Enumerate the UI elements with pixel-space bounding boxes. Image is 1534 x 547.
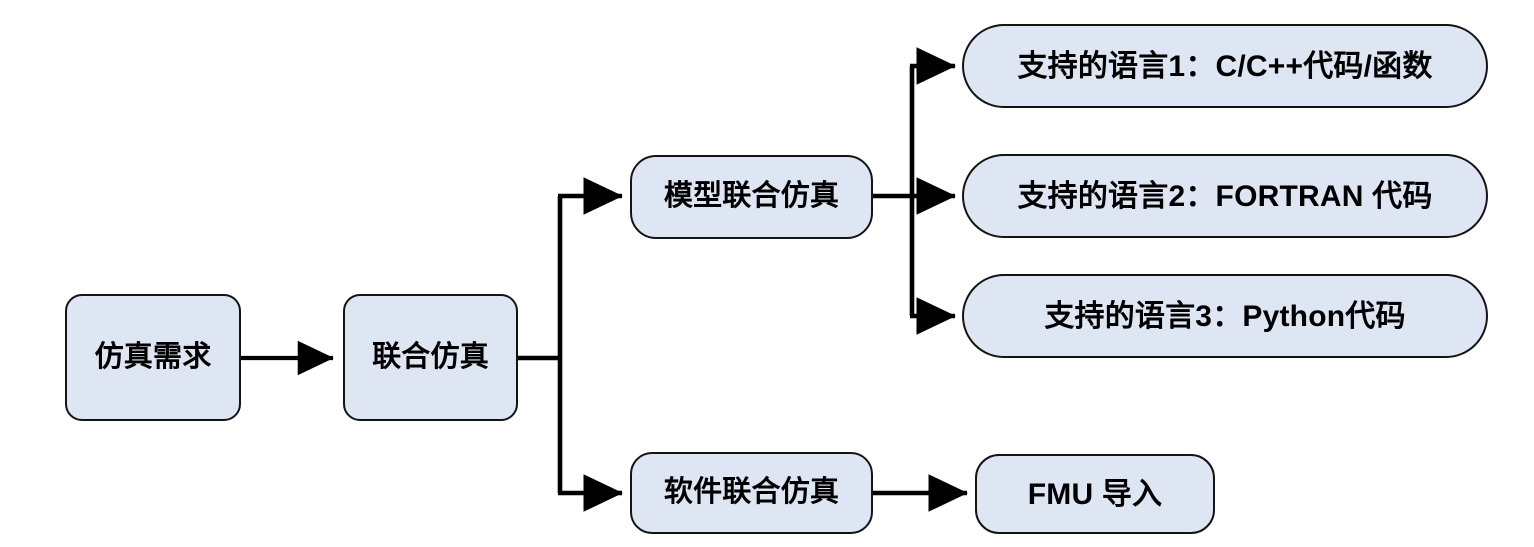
node-supported-language-1-label: 支持的语言1：C/C++代码/函数: [1017, 49, 1433, 83]
node-supported-language-2-label: 支持的语言2：FORTRAN 代码: [1017, 179, 1433, 213]
node-simulation-requirement-label: 仿真需求: [94, 340, 212, 373]
node-co-simulation[interactable]: 联合仿真: [343, 294, 518, 421]
node-model-co-simulation[interactable]: 模型联合仿真: [630, 155, 873, 239]
node-supported-language-1[interactable]: 支持的语言1：C/C++代码/函数: [962, 24, 1488, 108]
node-simulation-requirement[interactable]: 仿真需求: [65, 294, 241, 421]
node-co-simulation-label: 联合仿真: [372, 340, 489, 373]
node-fmu-import[interactable]: FMU 导入: [975, 454, 1215, 534]
node-supported-language-2[interactable]: 支持的语言2：FORTRAN 代码: [962, 154, 1488, 238]
node-supported-language-3[interactable]: 支持的语言3：Python代码: [962, 274, 1488, 358]
node-fmu-import-label: FMU 导入: [1027, 477, 1163, 511]
node-model-co-simulation-label: 模型联合仿真: [663, 180, 840, 213]
node-supported-language-3-label: 支持的语言3：Python代码: [1044, 299, 1406, 333]
node-software-co-simulation[interactable]: 软件联合仿真: [630, 452, 873, 534]
node-software-co-simulation-label: 软件联合仿真: [663, 476, 840, 509]
